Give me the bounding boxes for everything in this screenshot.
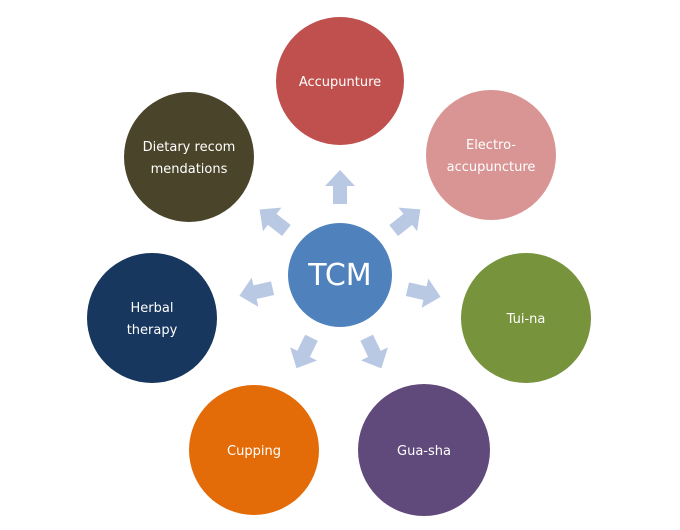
node-dietary-recom-mendations: Dietary recom mendations bbox=[124, 92, 254, 222]
node-cupping: Cupping bbox=[189, 385, 319, 515]
node-circle bbox=[461, 253, 591, 383]
node-label: Accupunture bbox=[299, 75, 381, 90]
arrow-to-tui-na bbox=[405, 278, 441, 308]
node-label: therapy bbox=[127, 323, 178, 338]
node-label: Dietary recom bbox=[143, 140, 236, 155]
node-label: Tui-na bbox=[506, 312, 546, 327]
arrows-group bbox=[239, 170, 441, 369]
node-label: Cupping bbox=[227, 444, 281, 459]
node-circle bbox=[426, 90, 556, 220]
arrow-to-herbal-therapy bbox=[239, 277, 275, 307]
arrow-to-electro-accupuncture bbox=[389, 207, 421, 237]
node-circle bbox=[124, 92, 254, 222]
arrow-to-dietary-recom-mendations bbox=[259, 207, 291, 236]
node-gua-sha: Gua-sha bbox=[358, 384, 490, 516]
arrow-to-gua-sha bbox=[360, 334, 388, 369]
node-label: Herbal bbox=[131, 301, 174, 316]
node-herbal-therapy: Herbal therapy bbox=[87, 253, 217, 383]
node-tui-na: Tui-na bbox=[461, 253, 591, 383]
node-circle bbox=[358, 384, 490, 516]
node-circle bbox=[276, 17, 404, 145]
node-circle bbox=[189, 385, 319, 515]
node-label: Gua-sha bbox=[397, 444, 451, 459]
center-label: TCM bbox=[307, 258, 371, 293]
node-electro-accupuncture: Electro-accupuncture bbox=[426, 90, 556, 220]
nodes-group: AccupuntureElectro-accupunctureTui-naGua… bbox=[87, 17, 591, 516]
node-label: mendations bbox=[151, 162, 228, 177]
arrow-to-cupping bbox=[290, 334, 318, 369]
node-accupunture: Accupunture bbox=[276, 17, 404, 145]
node-label: accupuncture bbox=[447, 160, 536, 175]
center-circle bbox=[288, 223, 392, 327]
node-circle bbox=[87, 253, 217, 383]
node-label: Electro- bbox=[466, 138, 516, 153]
center-group: TCM bbox=[288, 223, 392, 327]
arrow-to-accupunture bbox=[325, 170, 355, 204]
